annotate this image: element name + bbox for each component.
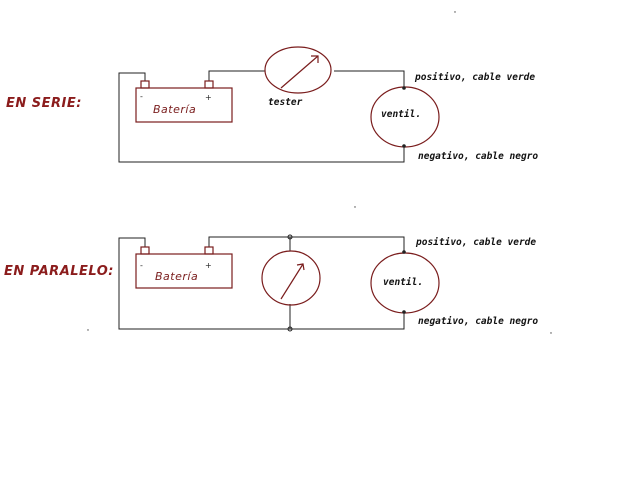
series-tester-label: tester xyxy=(268,97,303,108)
series-heading: EN SERIE: xyxy=(6,96,82,111)
parallel-tester-body xyxy=(261,250,321,306)
series-battery-label: Batería xyxy=(153,103,196,116)
series-battery-neg-terminal xyxy=(140,80,150,89)
series-wires xyxy=(118,70,405,163)
series-battery-pos-sign: + xyxy=(205,93,212,102)
series-negative-label: negativo, cable negro xyxy=(418,151,538,162)
parallel-battery-body xyxy=(135,253,233,289)
stray-speck xyxy=(354,206,356,208)
stray-speck xyxy=(87,329,89,331)
series-fan-neg-node xyxy=(402,144,406,148)
series-positive-label: positivo, cable verde xyxy=(414,72,535,83)
series-tester-meter xyxy=(264,46,332,94)
parallel-circuit: EN PARALELO: - + Batería ventil. xyxy=(4,234,538,332)
series-battery-neg-sign: - xyxy=(140,92,143,101)
parallel-fan-pos-node xyxy=(402,250,406,254)
series-circuit: EN SERIE: - + Batería tester ventil. xyxy=(6,46,538,163)
stray-speck xyxy=(550,332,552,334)
series-tester-needle xyxy=(280,55,319,89)
parallel-tester-meter xyxy=(261,250,321,306)
parallel-positive-label: positivo, cable verde xyxy=(415,237,536,248)
parallel-tester-needle xyxy=(280,263,304,300)
stray-speck xyxy=(454,11,456,13)
parallel-wires xyxy=(118,236,405,330)
parallel-negative-label: negativo, cable negro xyxy=(418,316,538,327)
parallel-battery-pos-sign: + xyxy=(205,261,212,270)
series-tester-body xyxy=(264,46,332,94)
parallel-tester-arrowhead xyxy=(296,263,305,271)
parallel-fan-neg-node xyxy=(402,310,406,314)
parallel-battery: - + Batería xyxy=(135,246,233,289)
parallel-junction-top xyxy=(287,234,293,240)
parallel-battery-neg-sign: - xyxy=(140,261,143,270)
parallel-fan-label: ventil. xyxy=(383,277,423,288)
parallel-battery-pos-terminal xyxy=(204,246,214,255)
parallel-battery-neg-terminal xyxy=(140,246,150,255)
parallel-heading: EN PARALELO: xyxy=(4,264,114,279)
parallel-battery-label: Batería xyxy=(155,270,198,283)
series-fan-pos-node xyxy=(402,86,406,90)
series-battery-body xyxy=(135,87,233,123)
series-tester-arrowhead xyxy=(311,55,319,63)
series-battery: - + Batería xyxy=(135,80,233,123)
parallel-junction-bottom xyxy=(287,326,293,332)
series-fan-label: ventil. xyxy=(381,109,421,120)
series-battery-pos-terminal xyxy=(204,80,214,89)
